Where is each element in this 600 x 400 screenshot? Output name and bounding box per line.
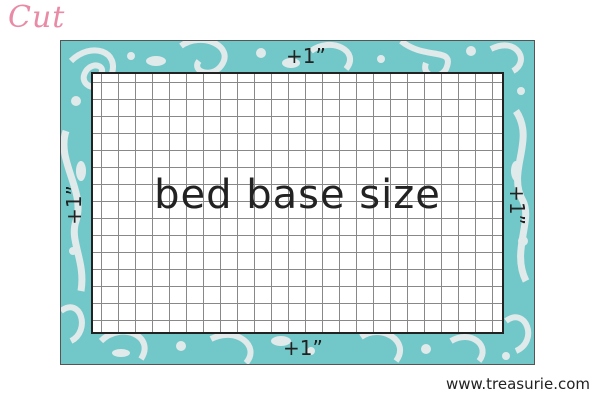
right-allowance-label: +1” [505, 185, 529, 225]
cut-heading: Cut [8, 0, 66, 35]
left-allowance-label: +1” [62, 185, 86, 225]
website-url: www.treasurie.com [445, 375, 590, 393]
top-allowance-label: +1” [286, 44, 326, 68]
bottom-allowance-label: +1” [283, 336, 323, 360]
bed-base-grid [91, 72, 504, 334]
bed-base-label: bed base size [154, 172, 441, 218]
